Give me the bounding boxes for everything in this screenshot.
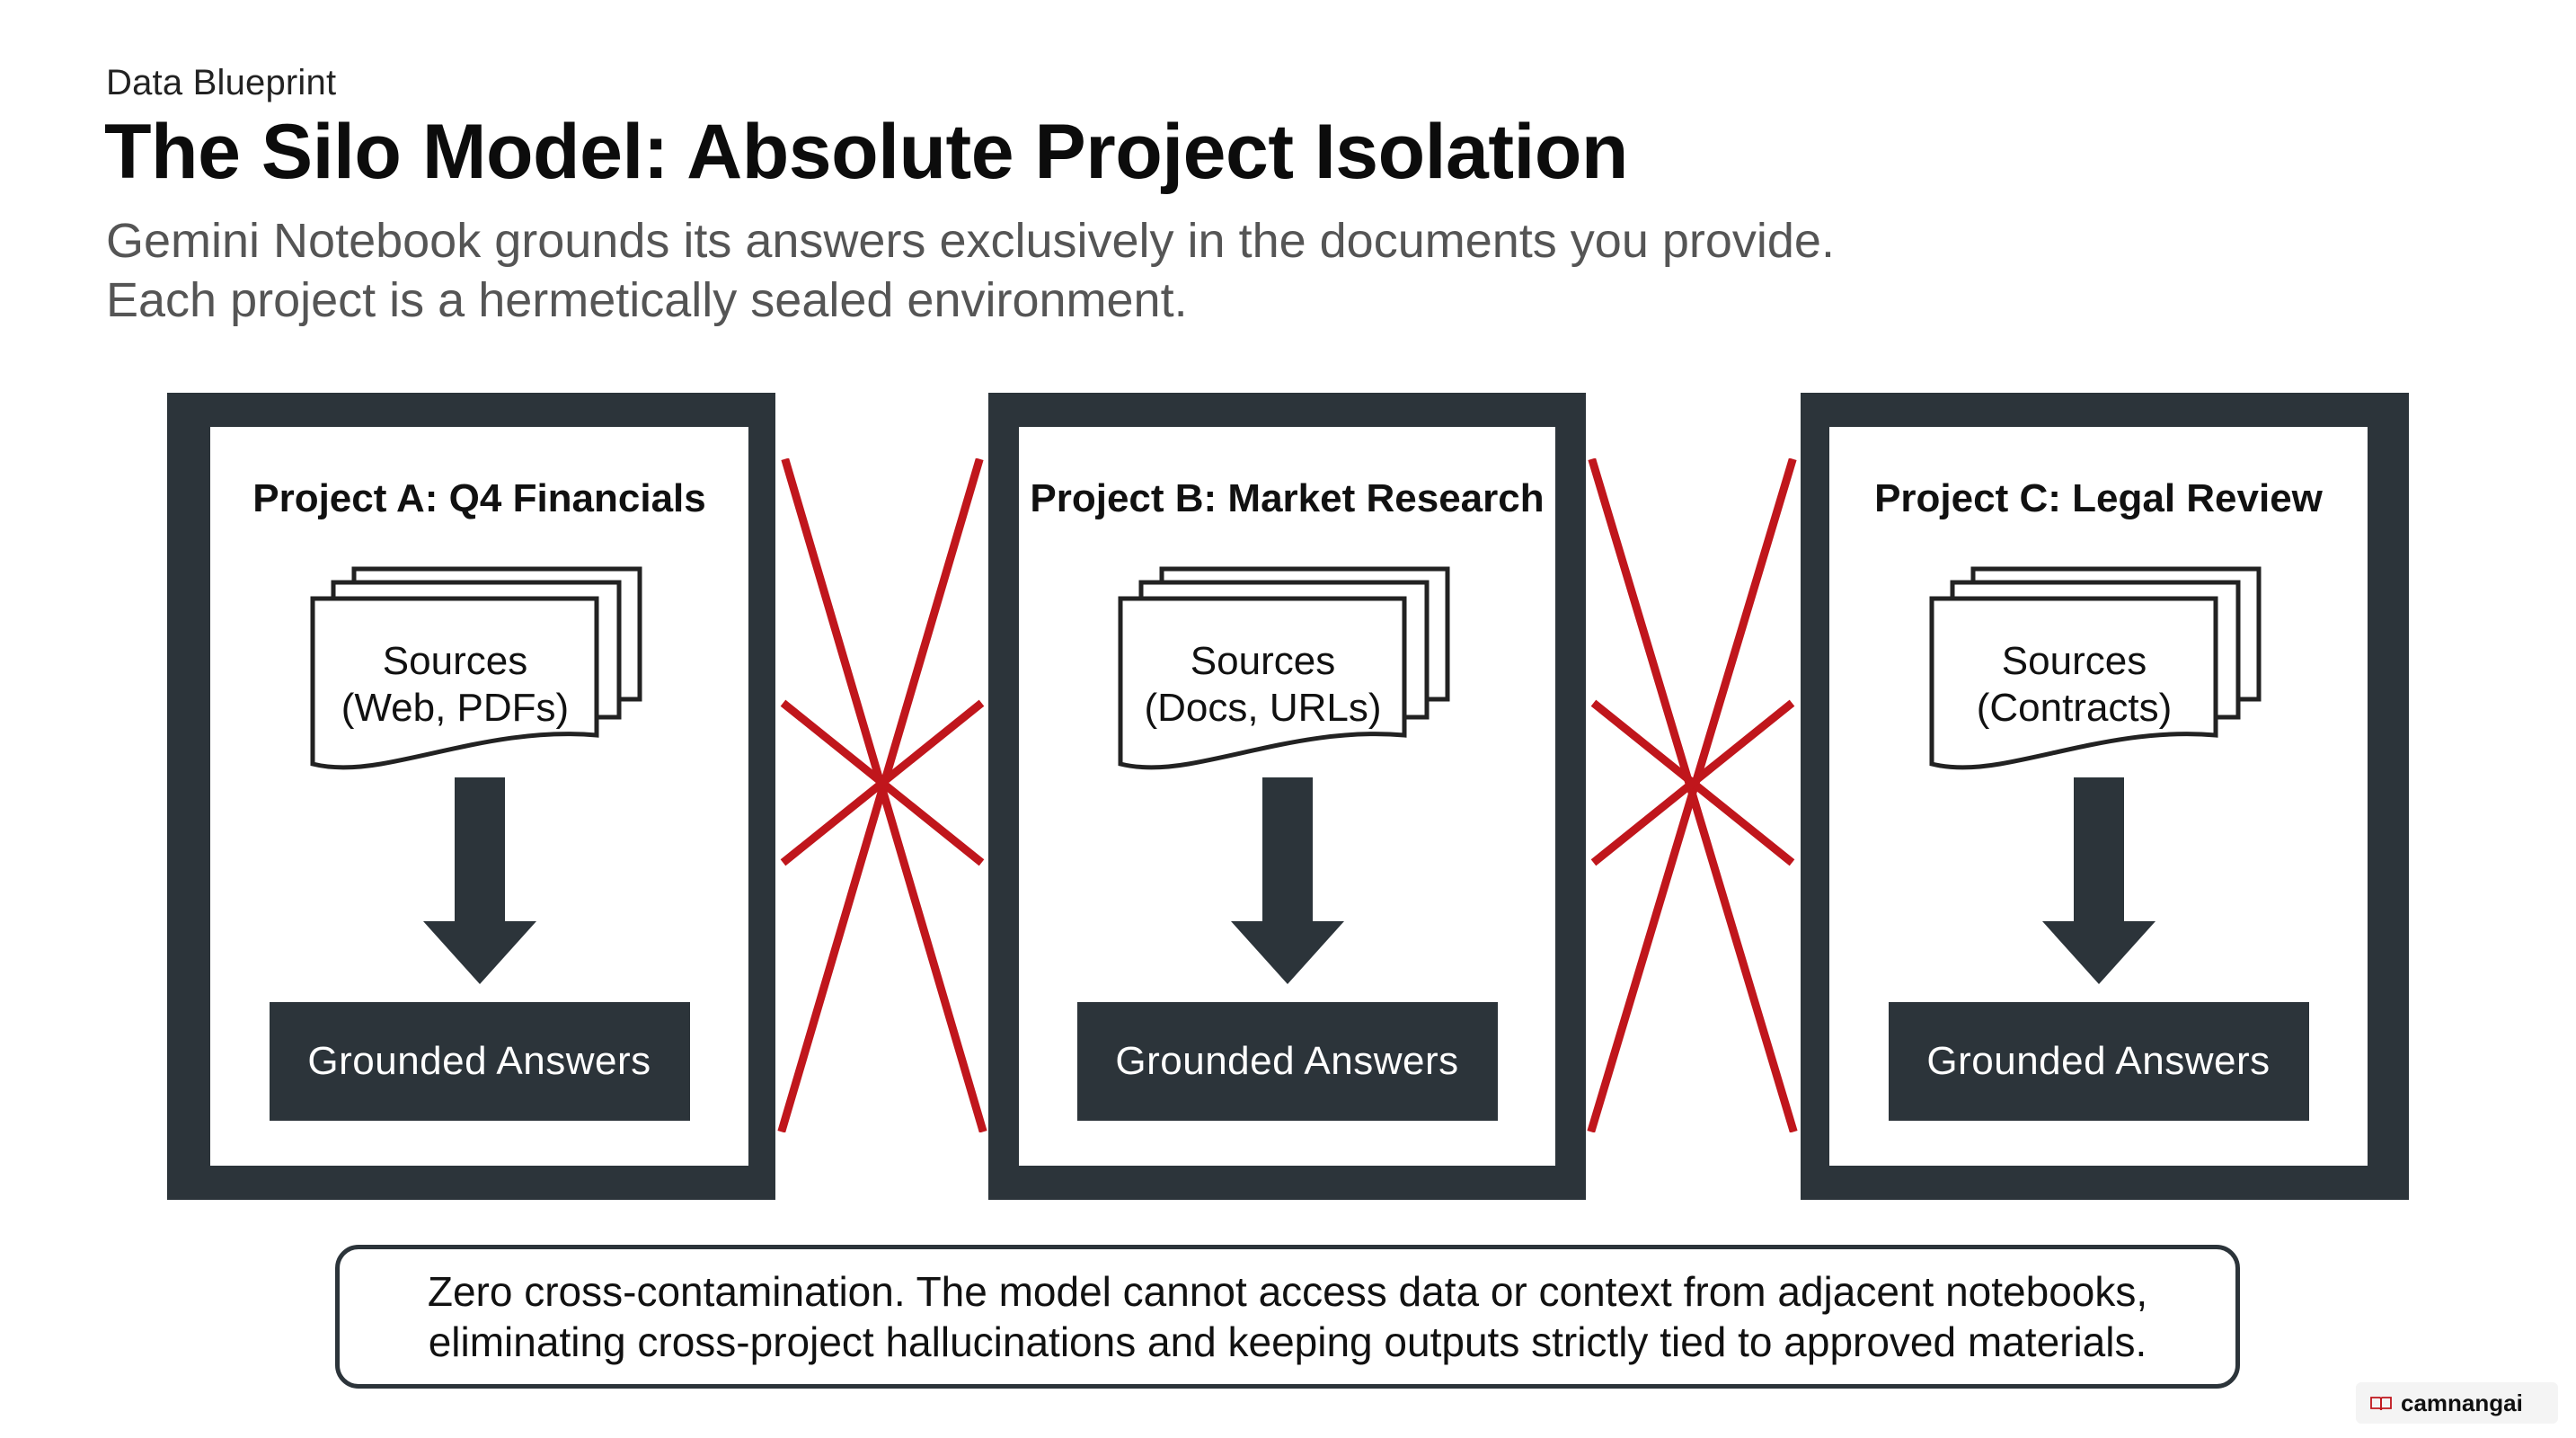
sources-detail: (Docs, URLs) [1144,686,1382,730]
subtitle-line-2: Each project is a hermetically sealed en… [106,273,1188,327]
sources-detail: (Web, PDFs) [341,686,570,730]
isolation-x-mark-left [777,458,987,1132]
project-panel-a: Project A: Q4 Financials Sources (Web, P… [167,393,775,1200]
note-line-1: Zero cross-contamination. The model cann… [427,1268,2148,1315]
eyebrow-label: Data Blueprint [106,63,337,102]
subtitle-line-1: Gemini Notebook grounds its answers excl… [106,214,1835,268]
page-title: The Silo Model: Absolute Project Isolati… [104,109,1628,195]
sources-stack-icon: Sources (Web, PDFs) [309,564,651,780]
project-title: Project B: Market Research [1030,476,1545,520]
sources-detail: (Contracts) [1976,686,2173,730]
sources-stack-icon: Sources (Contracts) [1928,564,2270,780]
note-line-2: eliminating cross-project hallucinations… [428,1318,2147,1365]
book-icon [2370,1397,2392,1411]
arrow-down-icon [422,777,536,984]
grounded-answers-box: Grounded Answers [1888,1002,2309,1121]
sources-label: Sources [382,639,528,683]
watermark-text: camnangai [2401,1389,2523,1416]
arrow-down-icon [1230,777,1344,984]
subtitle: Gemini Notebook grounds its answers excl… [106,211,1835,330]
arrow-down-icon [2041,777,2156,984]
grounded-answers-box: Grounded Answers [269,1002,690,1121]
project-title: Project C: Legal Review [1874,476,2323,520]
sources-stack-icon: Sources (Docs, URLs) [1117,564,1458,780]
isolation-x-mark-right [1587,458,1798,1132]
watermark-badge: camnangai [2356,1382,2558,1424]
grounded-answers-box: Grounded Answers [1076,1002,1498,1121]
isolation-note: Zero cross-contamination. The model cann… [335,1245,2240,1389]
project-panel-b: Project B: Market Research Sources (Docs… [988,393,1586,1200]
sources-label: Sources [2001,639,2147,683]
sources-label: Sources [1190,639,1336,683]
project-title: Project A: Q4 Financials [252,476,706,520]
project-panel-c: Project C: Legal Review Sources (Contrac… [1801,393,2409,1200]
